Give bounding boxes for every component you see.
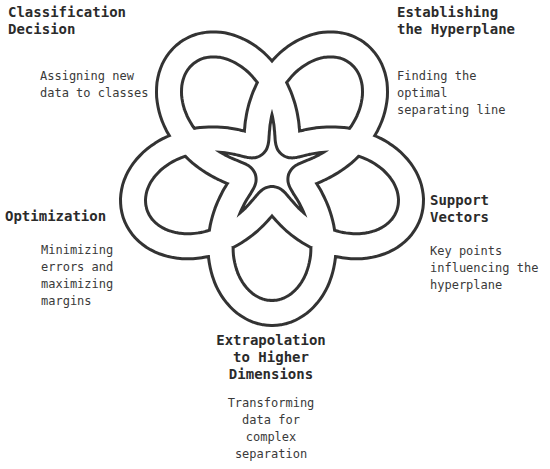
step-description: Transforming data for complex separation <box>224 395 318 463</box>
label-group: Establishing the HyperplaneFinding the o… <box>397 4 525 119</box>
step-heading: Extrapolation to Higher Dimensions <box>210 332 332 383</box>
step-heading: Classification Decision <box>8 4 130 38</box>
label-group: Support VectorsKey points influencing th… <box>430 192 544 294</box>
knot-band-fill <box>133 44 411 313</box>
step-description: Finding the optimal separating line <box>397 68 511 119</box>
step-heading: Support Vectors <box>430 192 542 226</box>
step-description: Key points influencing the hyperplane <box>430 243 544 294</box>
step-heading: Establishing the Hyperplane <box>397 4 525 38</box>
step-description: Minimizing errors and maximizing margins <box>41 242 123 310</box>
label-group: Classification DecisionAssigning new dat… <box>8 4 162 102</box>
label-group: OptimizationMinimizing errors and maximi… <box>5 208 123 310</box>
label-group: Extrapolation to Higher DimensionsTransf… <box>210 332 332 463</box>
knot-band-outline <box>133 44 411 313</box>
step-heading: Optimization <box>5 208 115 225</box>
step-description: Assigning new data to classes <box>40 68 162 102</box>
